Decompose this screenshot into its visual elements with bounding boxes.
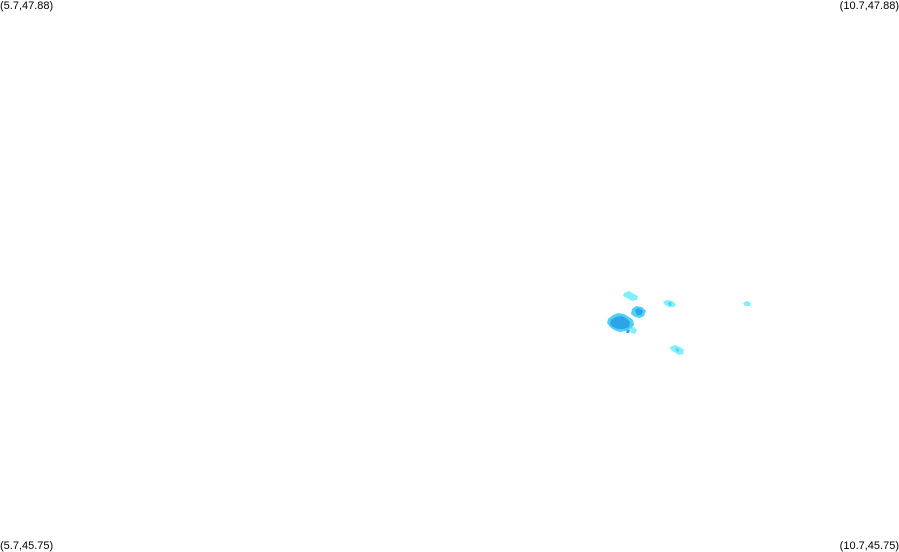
- corner-label-top-right: (10.7,47.88): [839, 0, 899, 12]
- intensity-blob-east-center: [631, 306, 646, 318]
- corner-label-top-left: (5.7,47.88): [0, 0, 54, 12]
- intensity-blob-mid-east: [663, 300, 676, 307]
- intensity-blob-main: [607, 313, 637, 334]
- intensity-blob-south: [670, 345, 684, 355]
- intensity-blob-small-north: [623, 291, 638, 301]
- intensity-blob-far-east: [743, 301, 751, 306]
- corner-label-bottom-right: (10.7,45.75): [839, 540, 899, 552]
- corner-label-bottom-left: (5.7,45.75): [0, 540, 54, 552]
